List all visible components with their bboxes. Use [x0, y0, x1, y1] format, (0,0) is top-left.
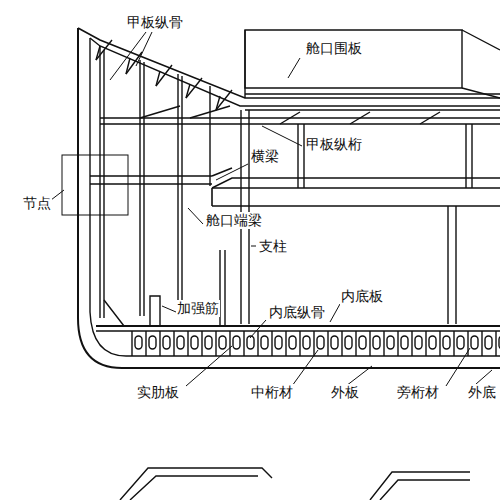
floor-web	[201, 331, 202, 356]
lightening-hole	[163, 336, 170, 349]
center-girder-label: 中桁材	[250, 384, 294, 401]
deck-girder	[100, 118, 500, 124]
floor-web	[131, 331, 132, 356]
floor-web	[355, 331, 356, 356]
outer-shell	[78, 28, 500, 368]
floor-web	[285, 331, 286, 356]
hatch-coaming-back	[245, 30, 462, 88]
lightening-hole	[331, 336, 338, 349]
deck-girder-label: 甲板纵桁	[305, 136, 363, 153]
lightening-hole	[373, 336, 380, 349]
side-girder-label: 旁桁材	[396, 384, 440, 401]
floor-web	[411, 331, 412, 356]
floor-web	[369, 331, 370, 356]
lightening-hole	[261, 336, 268, 349]
floor-web	[481, 331, 482, 356]
floor-web	[299, 331, 300, 356]
deck-beams	[140, 106, 440, 124]
lightening-hole	[415, 336, 422, 349]
floor-web	[215, 331, 216, 356]
leader-lines	[51, 32, 492, 386]
floor-web	[495, 331, 496, 356]
hatch-end-beam-label: 舱口端梁	[205, 212, 263, 229]
floor-web	[159, 331, 160, 356]
node-label: 节点	[22, 195, 52, 212]
floor-web	[243, 331, 244, 356]
lightening-hole	[317, 336, 324, 349]
pillar-label: 支柱	[258, 238, 288, 255]
lightening-hole	[275, 336, 282, 349]
profile-section	[370, 472, 470, 500]
deck-longitudinals	[96, 40, 232, 110]
lightening-hole	[471, 336, 478, 349]
floor-web	[453, 331, 454, 356]
bottom-label: 外底	[467, 384, 497, 401]
profile-section	[120, 468, 272, 500]
lightening-hole	[345, 336, 352, 349]
deck-longitudinal-label: 甲板纵骨	[126, 14, 184, 31]
lightening-hole	[429, 336, 436, 349]
lightening-hole	[359, 336, 366, 349]
floor-web	[439, 331, 440, 356]
beam-label: 横梁	[250, 148, 280, 165]
lightening-hole	[289, 336, 296, 349]
lightening-hole	[401, 336, 408, 349]
hatch-coaming-side	[245, 30, 500, 98]
floor-web	[173, 331, 174, 356]
lightening-hole	[219, 336, 226, 349]
hatch-end-beam	[212, 188, 500, 206]
stiffener	[104, 296, 160, 326]
floor-web	[313, 331, 314, 356]
hatch-coaming-label: 舱口围板	[305, 40, 363, 57]
bulkhead-stiffener	[220, 250, 225, 326]
floor-web	[257, 331, 258, 356]
inner-bottom-longitudinal-label: 内底纵骨	[268, 304, 326, 321]
lightening-hole	[149, 336, 156, 349]
side-frames	[100, 46, 210, 318]
pillar	[448, 206, 456, 324]
floor-web	[425, 331, 426, 356]
lightening-hole	[135, 336, 142, 349]
inner-bottom-label: 内底板	[340, 288, 384, 305]
lightening-hole	[205, 336, 212, 349]
pillar-back	[298, 124, 304, 188]
floor-web	[145, 331, 146, 356]
floor-web	[327, 331, 328, 356]
lightening-hole	[499, 336, 500, 349]
floor-web	[229, 331, 230, 356]
lightening-hole	[233, 336, 240, 349]
floor-label: 实肋板	[136, 384, 180, 401]
floor-web	[397, 331, 398, 356]
lightening-hole	[485, 336, 492, 349]
lightening-hole	[457, 336, 464, 349]
transverse-beam	[90, 168, 232, 184]
floor-web	[383, 331, 384, 356]
lightening-hole	[443, 336, 450, 349]
shell-plate-label: 外板	[330, 384, 360, 401]
deck-underside	[90, 38, 500, 106]
pillar-back	[466, 124, 472, 188]
hatch-coaming-front	[245, 94, 500, 110]
stiffener-label: 加强筋	[176, 300, 220, 317]
inner-bottom-plate	[96, 325, 500, 327]
lightening-hole	[303, 336, 310, 349]
floor-web	[341, 331, 342, 356]
lightening-hole	[177, 336, 184, 349]
node-box	[62, 155, 128, 215]
hatch-end-beam-top	[212, 178, 500, 188]
floor-web	[187, 331, 188, 356]
lightening-hole	[191, 336, 198, 349]
floor-web	[271, 331, 272, 356]
lightening-hole	[387, 336, 394, 349]
inner-shell	[90, 38, 500, 356]
